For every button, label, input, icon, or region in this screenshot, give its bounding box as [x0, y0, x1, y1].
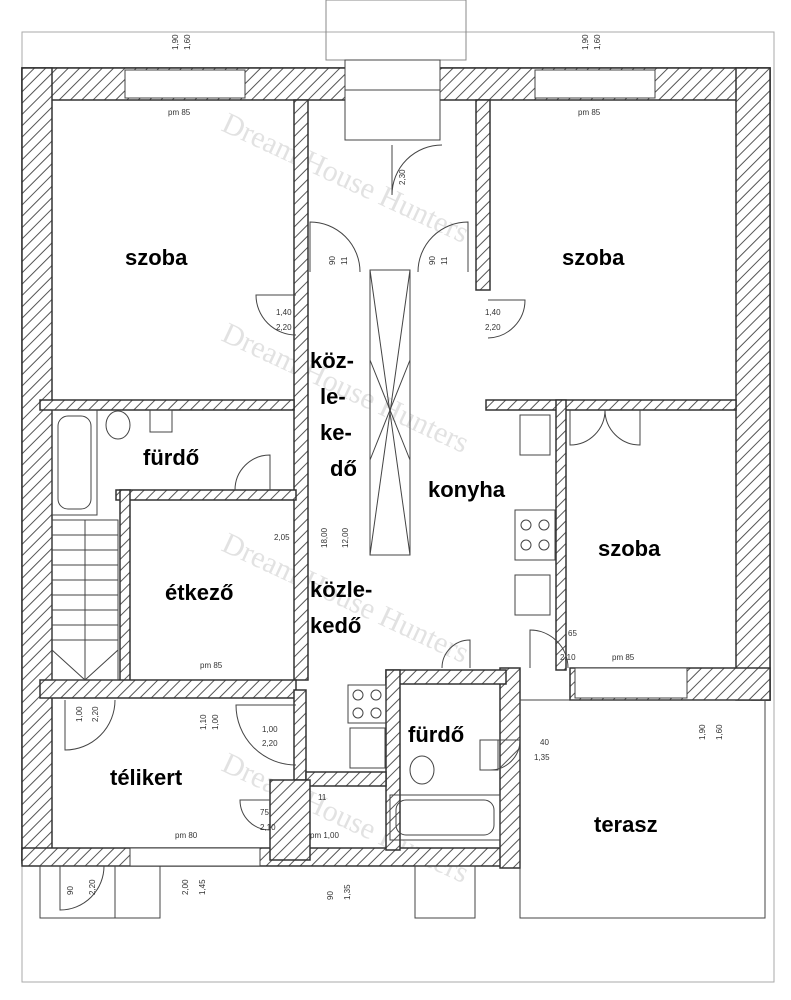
- dim-label: 1,35: [534, 753, 550, 762]
- dim-label: 1,90: [171, 34, 180, 50]
- room-label-kozlekedo-1-line-3: ke-: [320, 420, 352, 445]
- dim-label: 2,20: [485, 323, 501, 332]
- dim-label: 11: [318, 793, 327, 802]
- dimension-labels: 1,90 1,60 pm 85 1,90 1,60 pm 85 2,30 90 …: [66, 34, 724, 900]
- dim-label: 1,00: [211, 714, 220, 730]
- dim-label: 1,00: [75, 706, 84, 722]
- dim-label: 1,90: [698, 724, 707, 740]
- dim-label: 2,20: [276, 323, 292, 332]
- room-label-szoba-nw: szoba: [125, 245, 188, 270]
- dim-label: 1,90: [581, 34, 590, 50]
- dim-label: 1,35: [343, 884, 352, 900]
- room-label-kozlekedo-1-line-4: dő: [330, 456, 357, 481]
- dim-label: 2,30: [398, 169, 407, 185]
- dim-label: 40: [540, 738, 549, 747]
- dim-label: 2,05: [274, 533, 290, 542]
- room-labels: szoba szoba szoba köz- le- ke- dő közle-…: [110, 245, 661, 837]
- room-label-konyha: konyha: [428, 477, 506, 502]
- dim-label: 1,60: [593, 34, 602, 50]
- interior-walls: [39, 99, 737, 861]
- dim-label: 2,00: [181, 879, 190, 895]
- room-label-furdo-1: fürdő: [143, 445, 199, 470]
- dim-label: pm 80: [175, 831, 198, 840]
- dim-label: 90: [66, 886, 75, 895]
- dim-label: 12,00: [341, 527, 350, 548]
- dim-label: pm 85: [168, 108, 191, 117]
- dim-label: 2,20: [262, 739, 278, 748]
- room-label-terasz: terasz: [594, 812, 658, 837]
- room-label-szoba-ne: szoba: [562, 245, 625, 270]
- dim-label: 1,10: [199, 714, 208, 730]
- dim-label: 90: [328, 256, 337, 265]
- dim-label: 1,40: [276, 308, 292, 317]
- room-label-kozlekedo-1-line-2: le-: [320, 384, 346, 409]
- room-label-kozlekedo-1-line-1: köz-: [310, 348, 354, 373]
- room-label-kozlekedo-2-line-2: kedő: [310, 613, 361, 638]
- dim-label: 2,20: [91, 706, 100, 722]
- dim-label: 2,10: [260, 823, 276, 832]
- furniture: [39, 269, 766, 919]
- dim-label: 90: [326, 891, 335, 900]
- dim-label: 90: [428, 256, 437, 265]
- dim-label: 75: [260, 808, 269, 817]
- dim-label: 18,00: [320, 527, 329, 548]
- dim-label: 65: [568, 629, 577, 638]
- room-label-kozlekedo-2-line-1: közle-: [310, 577, 372, 602]
- dim-label: 2,10: [560, 653, 576, 662]
- dim-label: 1,45: [198, 879, 207, 895]
- dim-label: 1,40: [485, 308, 501, 317]
- watermark-4: Dream House Hunters: [217, 746, 474, 889]
- chimney: [325, 0, 467, 61]
- room-label-telikert: télikert: [110, 765, 183, 790]
- doors: [59, 144, 641, 911]
- dim-label: 2,20: [88, 879, 97, 895]
- dim-label: 11: [340, 256, 349, 265]
- dim-label: pm 85: [200, 661, 223, 670]
- dim-label: pm 85: [578, 108, 601, 117]
- room-label-etkezo: étkező: [165, 580, 233, 605]
- dim-label: pm 1,00: [310, 831, 339, 840]
- dim-label: 1,60: [183, 34, 192, 50]
- dim-label: 1,60: [715, 724, 724, 740]
- room-label-furdo-2: fürdő: [408, 722, 464, 747]
- dim-label: 11: [440, 256, 449, 265]
- dim-label: pm 85: [612, 653, 635, 662]
- dim-label: 1,00: [262, 725, 278, 734]
- room-label-szoba-e: szoba: [598, 536, 661, 561]
